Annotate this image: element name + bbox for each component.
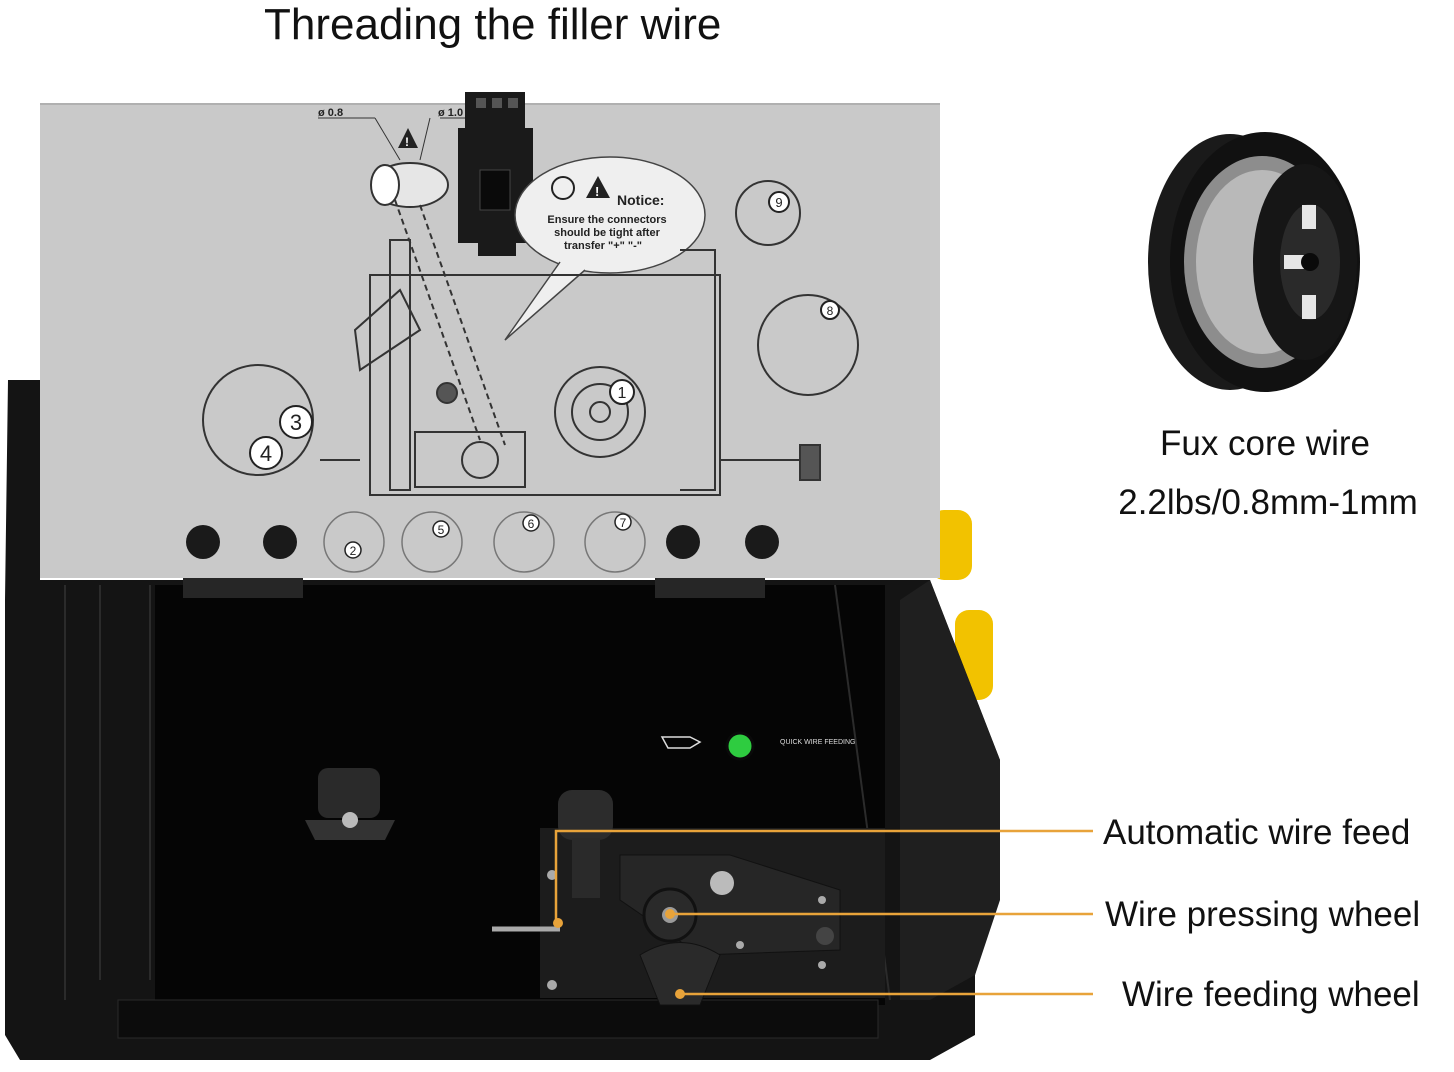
step-9-marker	[768, 191, 790, 213]
step-2-marker	[344, 541, 362, 559]
svg-text:!: !	[595, 184, 599, 199]
warning-icon	[398, 128, 418, 148]
compartment-floor	[117, 999, 879, 1039]
notice-title: Notice:	[617, 192, 664, 208]
spool-caption-line-2: 2.2lbs/0.8mm-1mm	[1118, 483, 1418, 522]
cutter-illustration	[202, 364, 314, 476]
spool-holder	[318, 768, 380, 818]
notice-line-3: transfer "+" "-"	[564, 240, 642, 252]
wire-feeding-wheel	[639, 942, 721, 1006]
hinge-right	[655, 578, 765, 598]
side-knob-top	[930, 510, 972, 580]
step-1-marker	[609, 379, 635, 405]
diameter-small-label: ø 0.8	[318, 107, 343, 119]
quick-wire-feeding-button[interactable]	[725, 731, 755, 761]
notice-warning-icon	[586, 176, 610, 198]
svg-text:!: !	[405, 135, 409, 149]
hinge-left	[183, 578, 303, 598]
step-4-marker	[249, 436, 283, 470]
callout-dot-pressing-wheel	[665, 909, 675, 919]
step-2-illustration	[323, 511, 385, 573]
callout-wire-pressing-wheel: Wire pressing wheel	[1105, 895, 1421, 934]
step-6-label: 6	[528, 517, 535, 531]
lid-screw-1	[186, 525, 220, 559]
person-icon	[551, 176, 575, 200]
hand-icon	[660, 736, 702, 749]
step-7-label: 7	[620, 516, 627, 530]
wire-spool-image	[1148, 132, 1360, 392]
notice-line-1: Ensure the connectors	[547, 214, 666, 226]
callout-automatic-wire-feed: Automatic wire feed	[1103, 813, 1411, 852]
callout-wire-feeding-wheel: Wire feeding wheel	[1122, 975, 1420, 1014]
step-9-illustration	[735, 180, 801, 246]
step-7-illustration	[584, 511, 646, 573]
connector-top	[465, 92, 525, 130]
notice-bubble	[514, 156, 706, 274]
machine-line-drawing	[320, 199, 821, 496]
step-9-label: 9	[775, 195, 782, 210]
step-6-illustration	[493, 511, 555, 573]
step-8-label: 8	[827, 304, 834, 318]
step-3-marker	[279, 405, 313, 439]
notice-line-2: should be tight after	[554, 227, 660, 239]
step-3-label: 3	[290, 410, 302, 435]
diameter-large-label: ø 1.0	[438, 107, 463, 119]
machine-side	[900, 580, 1000, 1000]
page-title: Threading the filler wire	[264, 0, 722, 49]
lid-screw-3	[666, 525, 700, 559]
tension-knob[interactable]	[558, 790, 613, 840]
step-4-label: 4	[260, 441, 272, 466]
step-2-label: 2	[350, 544, 357, 558]
step-8-illustration	[757, 294, 859, 396]
spool-caption-line-1: Fux core wire	[1159, 424, 1371, 463]
quick-wire-feeding-label: QUICK WIRE FEEDING	[780, 739, 855, 746]
callout-dot-feeding-wheel	[675, 989, 685, 999]
step-5-illustration	[401, 511, 463, 573]
callout-lines	[554, 829, 1093, 996]
callout-dot-auto-feed	[553, 918, 563, 928]
lid-screw-4	[745, 525, 779, 559]
step-5-marker	[432, 520, 450, 538]
step-5-label: 5	[438, 523, 445, 537]
step-6-marker	[522, 514, 540, 532]
step-1-label: 1	[618, 385, 627, 402]
step-8-marker	[820, 300, 840, 320]
step-7-marker	[614, 513, 632, 531]
lid-screw-2	[263, 525, 297, 559]
